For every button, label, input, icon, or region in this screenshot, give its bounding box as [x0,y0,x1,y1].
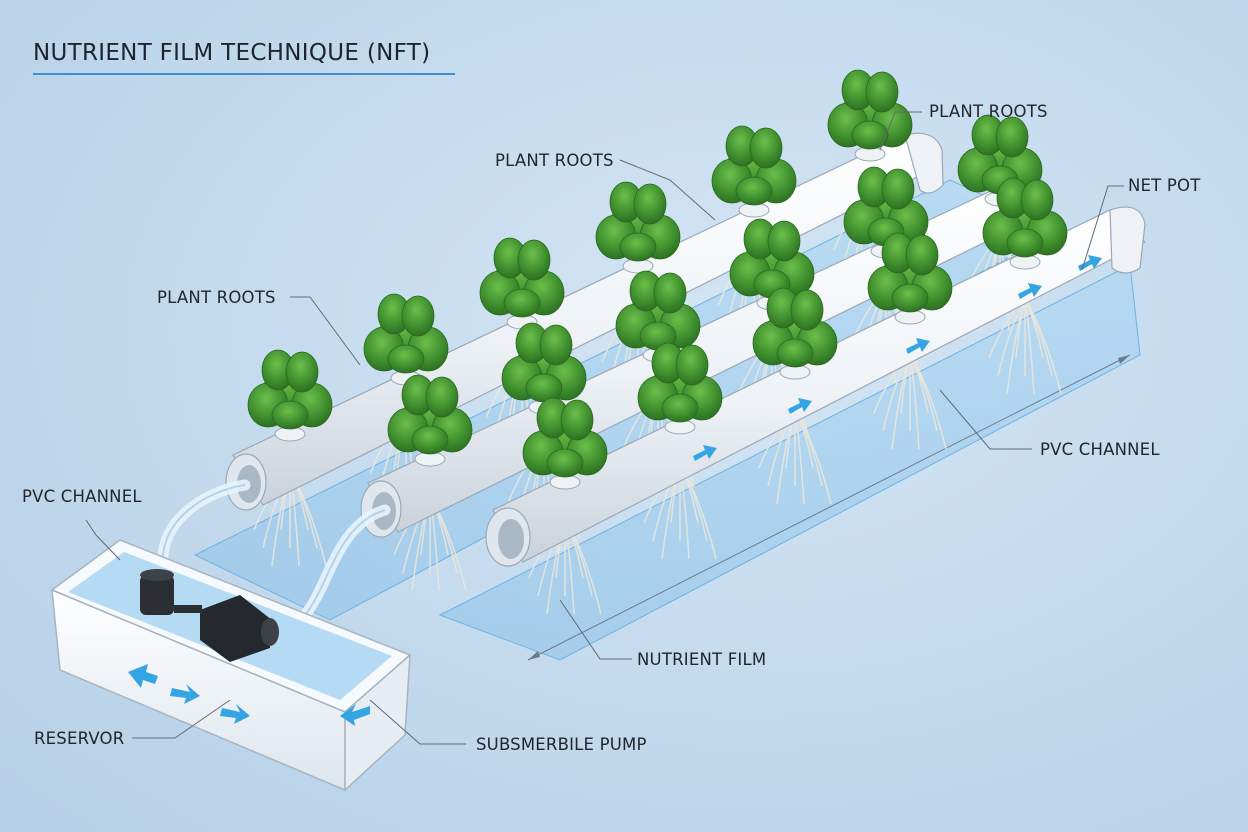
plant-foliage [752,287,838,368]
plant-foliage [595,181,681,262]
label-plant-roots-top: PLANT ROOTS [929,102,1048,121]
flow-arrow-icon [693,255,1102,461]
plant-grid [247,69,1068,490]
plant-foliage [867,232,953,313]
label-pvc-channel-right: PVC CHANNEL [1040,440,1160,459]
plant-foliage [843,166,929,247]
plant-foliage [982,177,1068,258]
title-underline [33,73,455,75]
plant-foliage [637,342,723,423]
page-title: NUTRIENT FILM TECHNIQUE (NFT) [33,40,431,66]
plant-foliage [615,270,701,351]
plant-foliage [247,349,333,430]
submersible-pump-icon [140,569,279,662]
leader-lines [85,111,1124,745]
pvc-channel-front [485,206,1147,567]
plant-foliage [711,125,797,206]
label-plant-roots-left: PLANT ROOTS [157,288,276,307]
label-net-pot: NET POT [1128,176,1201,195]
plant-foliage [363,293,449,374]
plant-foliage [522,397,608,478]
plant-foliage [501,322,587,403]
label-nutrient-film: NUTRIENT FILM [637,650,767,669]
label-pvc-channel-left: PVC CHANNEL [22,487,142,506]
circulation-arrow-icon [128,664,370,726]
plant-foliage [729,218,815,299]
plant-foliage [479,237,565,318]
plant-foliage [387,374,473,455]
plant-foliage [827,69,913,150]
label-reservoir: RESERVOR [34,729,125,748]
label-plant-roots-mid: PLANT ROOTS [495,151,614,170]
label-submersible-pump: SUBSMERBILE PUMP [476,735,647,754]
